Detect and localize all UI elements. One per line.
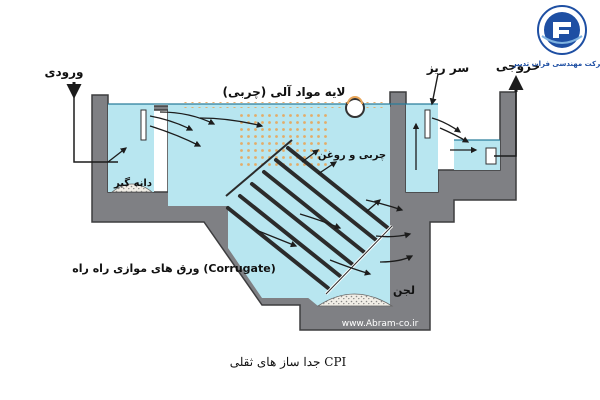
sludge-pile [316,293,394,307]
oil-droplets-cloud [238,110,330,166]
skimmer-pipe [345,98,365,118]
inlet-baffle [140,109,147,141]
weir-pointer [429,73,439,106]
plates-label: ورق های موازی راه راه (Corrugate) [72,262,275,275]
weir-label: سر ریز [426,61,469,75]
parallel-plates [226,146,390,290]
hopper-water [228,206,390,306]
oil-layer [180,102,385,108]
grit-pile [110,183,154,193]
oil-grease-label: چربی و روغن [318,150,386,161]
caption: جدا ساز های ثقلی CPI [230,355,347,369]
organic-layer-label: لایه مواد آلی (چربی) [223,84,346,100]
outlet-weir [424,109,431,139]
sludge-label: لجن [393,284,415,297]
flow-arrows [149,111,478,276]
company-logo [537,5,587,55]
company-name: شرکت مهندسی فراب تدبیر [512,60,600,68]
riser-water [406,104,438,192]
inlet-label: ورودی [45,65,84,80]
grit-label: دانه گیر [113,176,152,189]
outlet-label: خروجی [496,59,540,74]
outlet-pipe [494,86,517,157]
website-label: www.Abram-co.ir [342,319,419,329]
inlet-pipe [73,82,118,163]
